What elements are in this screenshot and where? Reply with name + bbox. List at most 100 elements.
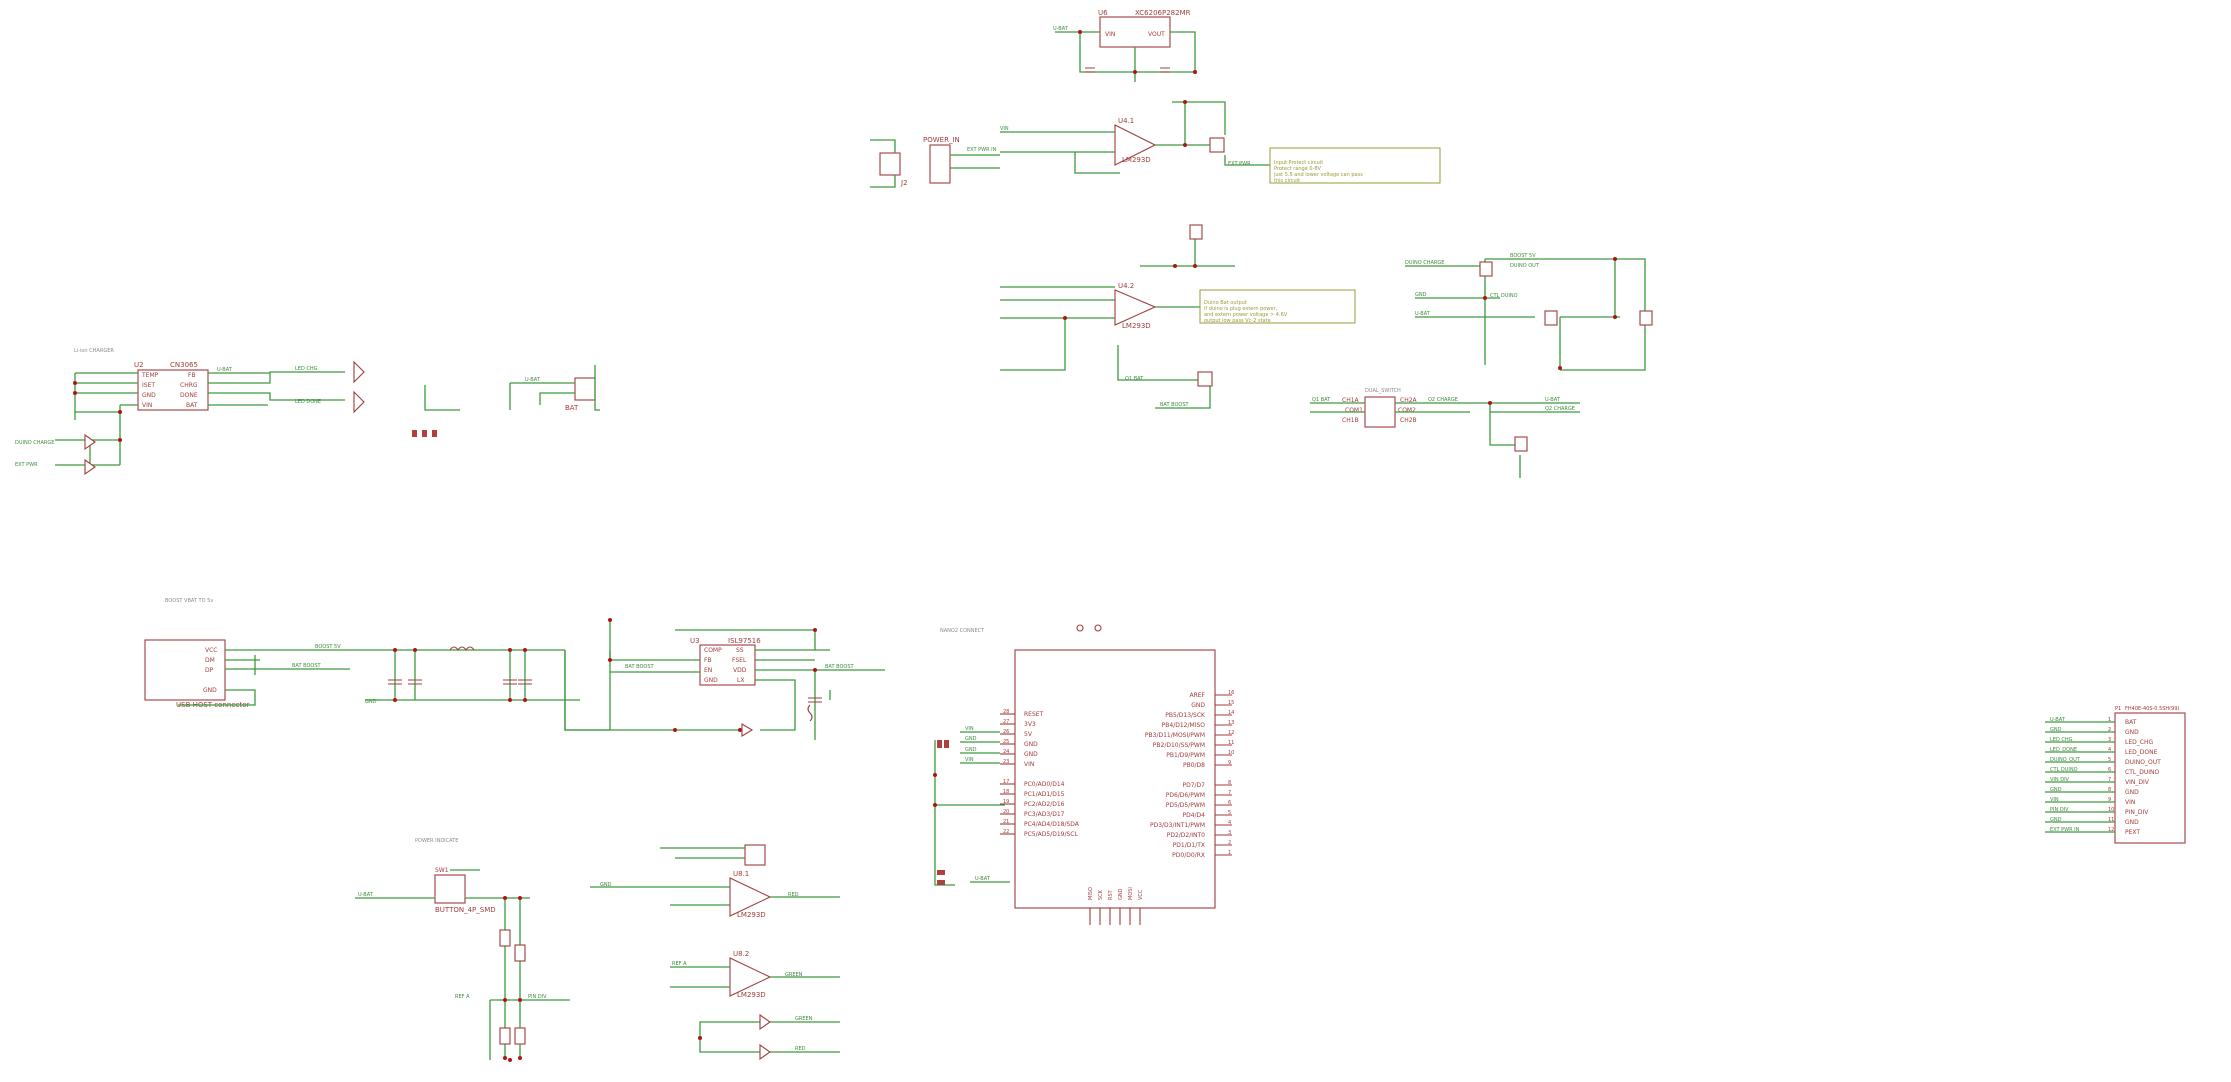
u2-pin-iset: ISET	[142, 382, 155, 389]
u8-comparators: U8.1 LM293D RED GND U8.2 LM293D GREEN RE…	[590, 844, 840, 1061]
p1-pin-number: 7	[2108, 777, 2111, 783]
u4-1-comparator: U4.1 LM293D VIN EXT PWR	[1000, 100, 1270, 174]
section-charger: Li-ion CHARGER	[74, 348, 114, 354]
u4-1-net-extpwr: EXT PWR	[1228, 161, 1251, 167]
usb-net-boost5v: BOOST 5V	[315, 644, 341, 650]
note-protect-1: Input Protect circuit	[1274, 160, 1323, 166]
dpdt-ch1a: CH1A	[1342, 397, 1360, 404]
u1-right-pin-label: PB1/D9/PWM	[1166, 752, 1205, 759]
u1-right-pin-number: 13	[1228, 720, 1234, 726]
u2-pin-bat: BAT	[186, 402, 198, 409]
u1-right-pin-label: AREF	[1189, 692, 1205, 699]
bat-ref: BAT	[565, 404, 579, 412]
u1-right-pin-number: 3	[1228, 830, 1231, 836]
p1-net-label: DUINO_OUT	[2050, 757, 2081, 763]
u1-bottom-pin-label: SCK	[1098, 889, 1104, 900]
u3-pin-en: EN	[704, 667, 712, 674]
u3-boost-converter: U3 ISL97516 COMP FB EN GND SS FSEL VDD L…	[564, 618, 885, 740]
u4-1-net-vin: VIN	[1000, 126, 1009, 132]
u1-bottom-pin-label: RST	[1108, 889, 1114, 900]
u1-right-pin-number: 12	[1228, 730, 1234, 736]
u3-pin-vdd: VDD	[733, 667, 747, 674]
u1-right-pin-number: 11	[1228, 740, 1234, 746]
p1-pin-label: DUINO_OUT	[2125, 759, 2161, 766]
u1-right-pin-number: 8	[1228, 780, 1231, 786]
p1-net-label: LED_DONE	[2050, 747, 2077, 753]
u2-ref: U2	[134, 361, 144, 369]
p1-pin-label: CTL_DUINO	[2125, 769, 2159, 776]
u1-left-pin-number: 25	[1003, 739, 1009, 745]
u1-right-pin-number: 9	[1228, 760, 1231, 766]
u1-right-pin-label: PB0/D8	[1183, 762, 1205, 769]
u1-right-pin-label: GND	[1191, 702, 1205, 709]
p1-pin-label: BAT	[2125, 719, 2137, 726]
u3-value: ISL97516	[728, 637, 761, 645]
u8-1-net-red: RED	[788, 892, 799, 898]
p1-net-label: VIN DIV	[2050, 777, 2070, 783]
u1-right-pin-number: 16	[1228, 690, 1234, 696]
u4-2-comparator: U4.2 LM293D BAT BOOST Q1 BAT	[1000, 224, 1235, 409]
duino-mosfet-block: DUINO CHARGE BOOST 5V DUINO OUT GND CTL …	[1405, 253, 1653, 371]
u1-right-pin-label: PD3/D3/INT1/PWM	[1150, 822, 1205, 829]
usb-net-gnd: GND	[365, 699, 377, 705]
u1-right-pin-label: PB2/D10/SS/PWM	[1153, 742, 1205, 749]
section-boost: BOOST VBAT TO 5v	[165, 598, 213, 604]
u1-bottom-pin-label: MISO	[1088, 887, 1094, 900]
sw1-value: BUTTON_4P_SMD	[435, 906, 496, 914]
u1-right-pin-number: 1	[1228, 850, 1231, 856]
nano-net-vin: VIN	[965, 726, 974, 732]
dpdt-net-ubat: U-BAT	[1545, 397, 1561, 403]
p1-ref: P1	[2115, 706, 2121, 712]
u1-right-pin-label: PD6/D6/PWM	[1166, 792, 1205, 799]
u1-bottom-pin-label: MOSI	[1128, 887, 1134, 900]
u6-pin-vin: VIN	[1105, 31, 1115, 38]
p1-net-label: LED CHG	[2050, 737, 2073, 743]
u3-net-batboost-out: BAT BOOST	[825, 664, 854, 670]
u3-pin-gnd: GND	[704, 677, 718, 684]
p1-net-label: PIN DIV	[2050, 807, 2069, 813]
u8-2-net-refa: REF A	[672, 961, 687, 967]
power-in-net: EXT PWR IN	[967, 147, 997, 153]
u1-left-pin-label: PC0/AD0/D14	[1024, 781, 1065, 788]
u1-left-pin-label: VIN	[1024, 761, 1034, 768]
power-in-connector: POWER_IN J2 EXT PWR IN	[870, 136, 1000, 188]
u1-left-pin-number: 28	[1003, 709, 1009, 715]
u4-1-value: LM293D	[1122, 156, 1151, 164]
u2-pin-chrg: CHRG	[180, 382, 198, 389]
nano-net-gnd-2: GND	[965, 747, 977, 753]
u1-right-pin-number: 15	[1228, 700, 1234, 706]
p1-pin-number: 5	[2108, 757, 2111, 763]
charger-net-ext-pwr: EXT PWR	[15, 462, 38, 468]
p1-connector: P1 FH40E-40S-0.5SH(99) BAT1U-BATGND2GNDL…	[2045, 706, 2186, 844]
p1-net-label: GND	[2050, 817, 2062, 823]
u2-pin-fb: FB	[188, 372, 196, 379]
p1-pin-label: PIN_DIV	[2125, 809, 2149, 816]
p1-net-label: EXT PWR IN	[2050, 827, 2080, 833]
nano-net-gnd: GND	[965, 736, 977, 742]
u1-right-pin-number: 10	[1228, 750, 1234, 756]
mos-net-duino-out: DUINO OUT	[1510, 263, 1540, 269]
li-ion-charger: Li-ion CHARGER U2 CN3065 TEMP ISET GND V…	[15, 348, 460, 476]
dpdt-com1: COM1	[1345, 407, 1363, 414]
u1-right-pin-number: 14	[1228, 710, 1234, 716]
note-protect-2: Protect range 0-8V	[1274, 166, 1322, 172]
u1-right-pin-label: PD5/D5/PWM	[1166, 802, 1205, 809]
p1-net-label: GND	[2050, 727, 2062, 733]
usb-pin-dp: DP	[205, 667, 214, 674]
p1-net-label: GND	[2050, 787, 2062, 793]
p1-pin-label: VIN_DIV	[2125, 779, 2150, 786]
u8-2-ref: U8.2	[733, 950, 749, 958]
usb-host-connector: BOOST VBAT TO 5v VCC DM DP GND USB HOST …	[144, 598, 611, 731]
u8-2-value: LM293D	[737, 991, 766, 999]
u3-net-batboost: BAT BOOST	[625, 664, 654, 670]
p1-pin-number: 2	[2108, 727, 2111, 733]
p1-pin-number: 8	[2108, 787, 2111, 793]
p1-net-label: CTL DUINO	[2050, 767, 2078, 773]
duino-output-note: Duino Bat output if duino is plug extern…	[1199, 289, 1356, 324]
u1-left-pin-label: PC2/AD2/D16	[1024, 801, 1065, 808]
u3-pin-comp: COMP	[704, 647, 722, 654]
note-duino-4: output low pass Vc-2 state	[1204, 318, 1271, 324]
u1-left-pin-number: 19	[1003, 799, 1009, 805]
